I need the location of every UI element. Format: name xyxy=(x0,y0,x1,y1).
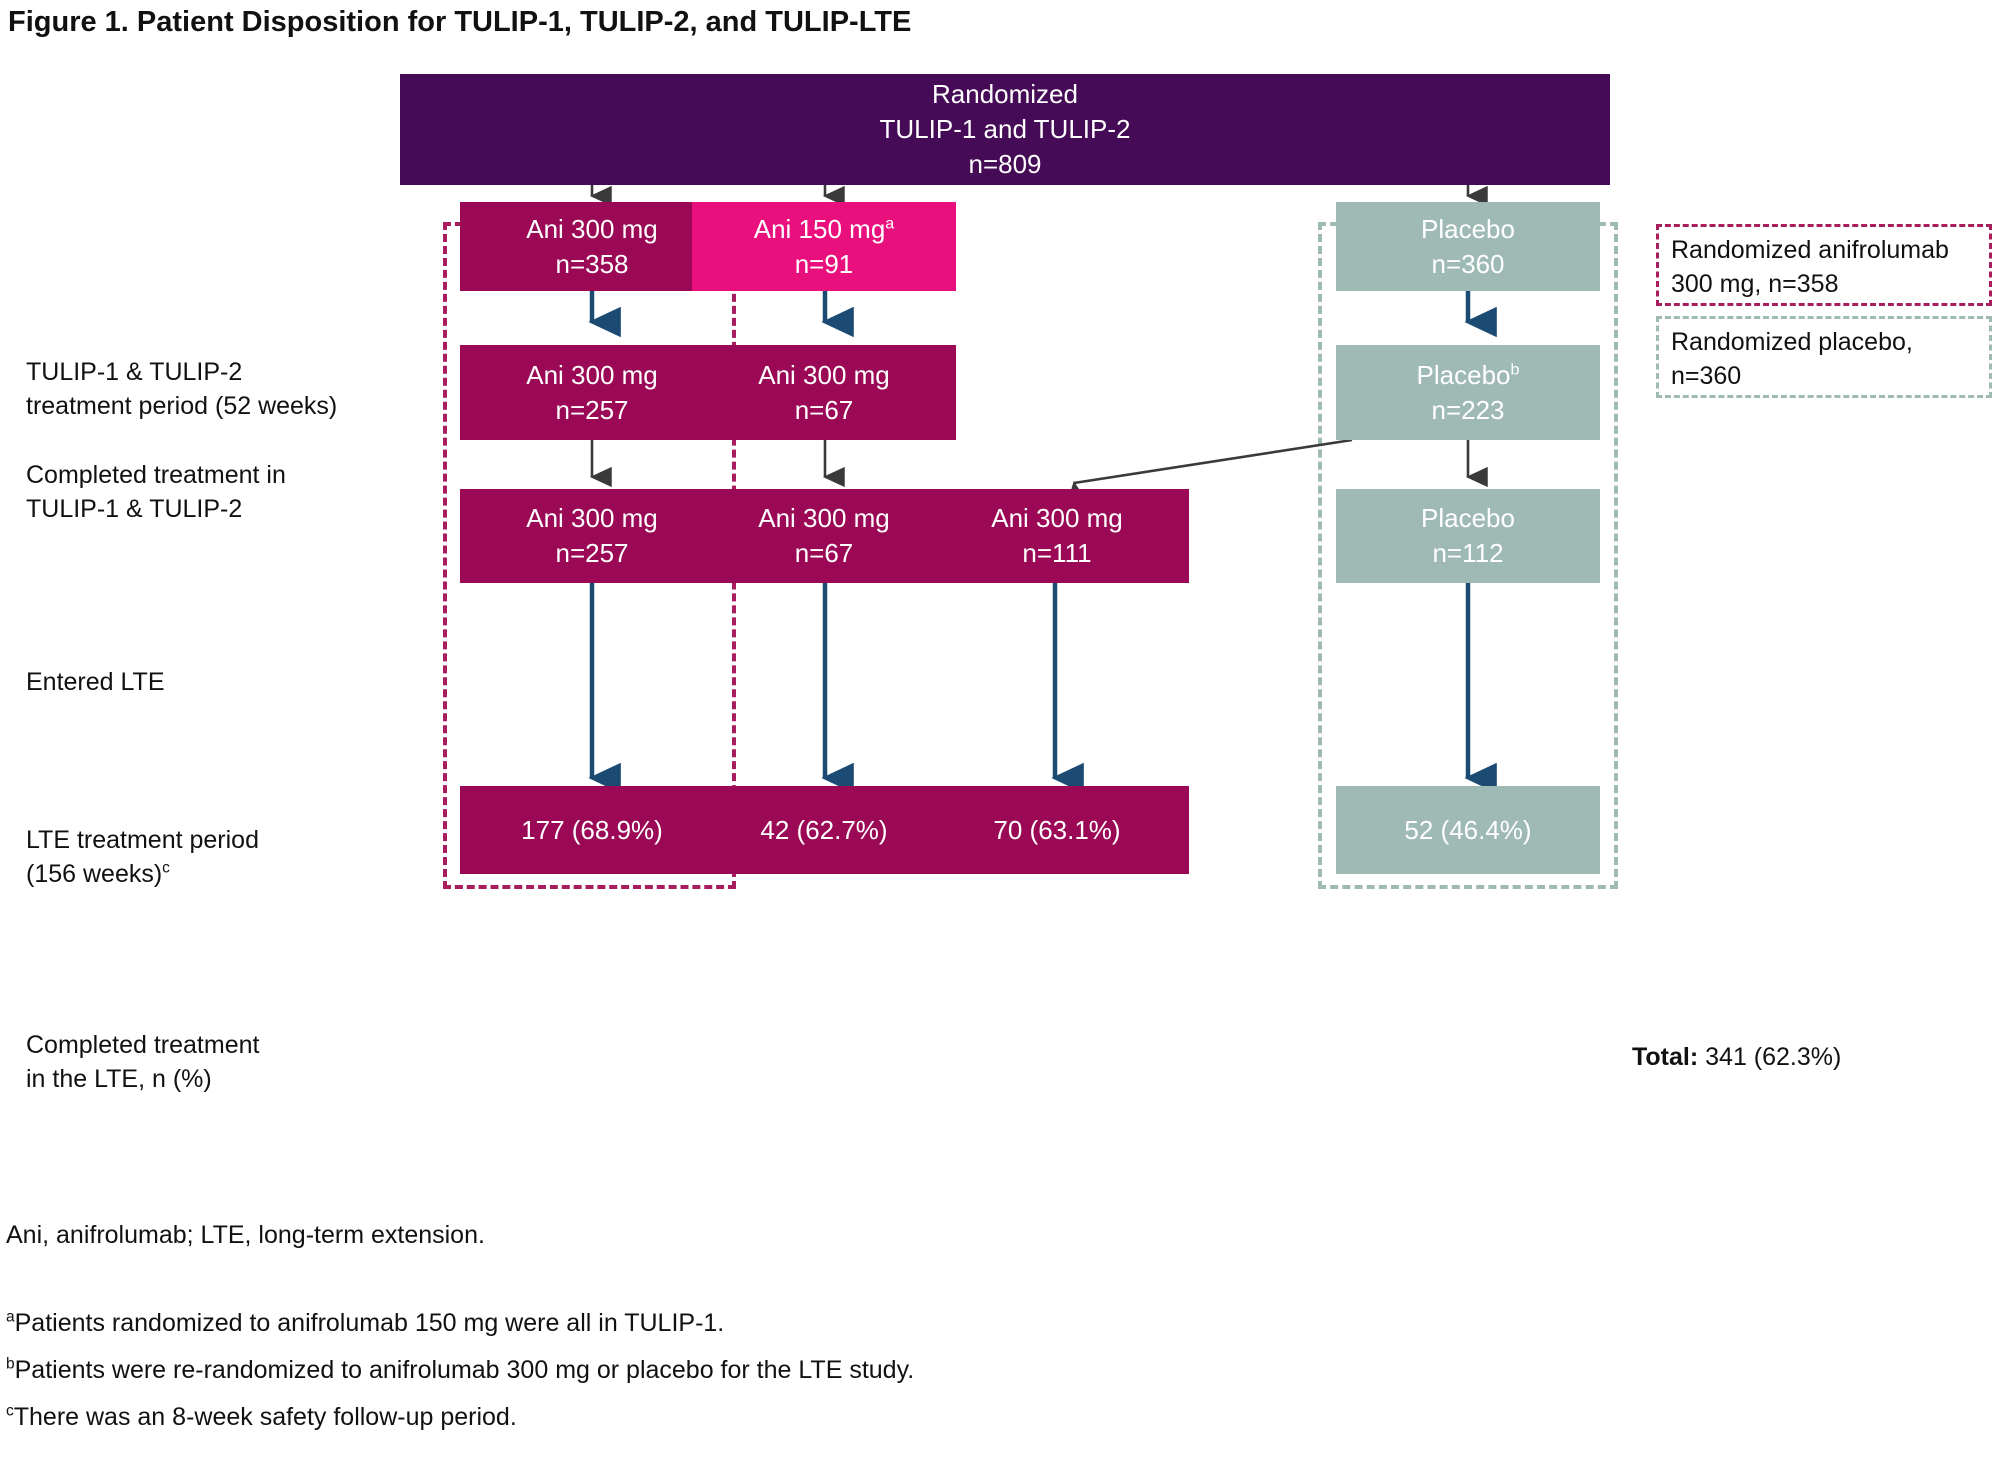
figure-title: Figure 1. Patient Disposition for TULIP-… xyxy=(8,6,912,38)
box-randomized-ani150: Ani 150 mga n=91 xyxy=(692,202,956,291)
box-lte-placebo-label: Placebo xyxy=(1421,503,1515,533)
box-randomized-ani300: Ani 300 mg n=358 xyxy=(460,202,724,291)
box-lte-ani150arm-n: n=67 xyxy=(794,538,854,568)
box-result-ani300-value: 177 (68.9%) xyxy=(521,814,663,845)
footnote-marker-b: b xyxy=(6,1355,15,1373)
legend-randomized-placebo-line2: n=360 xyxy=(1671,362,1742,390)
box-lte-ani300-n: n=257 xyxy=(555,538,629,568)
box-randomized-placebo: Placebo n=360 xyxy=(1336,202,1600,291)
box-randomized-total-line2: TULIP-1 and TULIP-2 xyxy=(879,114,1131,144)
row-label-lte-period: LTE treatment period (156 weeks)c xyxy=(26,823,259,891)
box-randomized-ani150-label: Ani 150 mga xyxy=(753,213,895,244)
box-result-rerandomized-ani300-value: 70 (63.1%) xyxy=(993,814,1121,845)
box-result-ani300: 177 (68.9%) xyxy=(460,786,724,874)
box-lte-rerandomized-ani300-n: n=111 xyxy=(1022,538,1092,568)
footnote-marker-a-inline: a xyxy=(885,213,895,232)
row-label-completed-lte-line1: Completed treatment xyxy=(26,1031,260,1059)
total-label: Total: xyxy=(1632,1043,1699,1071)
box-randomized-total: Randomized TULIP-1 and TULIP-2 n=809 xyxy=(400,74,1610,185)
box-lte-ani300-label: Ani 300 mg xyxy=(526,503,658,533)
footnote-a: aPatients randomized to anifrolumab 150 … xyxy=(6,1303,724,1343)
footnote-c: cThere was an 8-week safety follow-up pe… xyxy=(6,1397,517,1437)
box-completed-tulip-placebo-n: n=223 xyxy=(1431,394,1505,425)
box-completed-tulip-ani300: Ani 300 mg n=257 xyxy=(460,345,724,440)
box-completed-tulip-placebo: Placebob n=223 xyxy=(1336,345,1600,440)
row-label-completed-lte: Completed treatment in the LTE, n (%) xyxy=(26,1028,259,1096)
footnote-a-text: Patients randomized to anifrolumab 150 m… xyxy=(14,1309,725,1337)
box-completed-tulip-ani300-label: Ani 300 mg xyxy=(526,359,658,390)
box-result-ani150arm-value: 42 (62.7%) xyxy=(760,814,888,845)
box-randomized-ani300-label: Ani 300 mg xyxy=(526,213,658,244)
legend-randomized-anifrolumab-line2: 300 mg, n=358 xyxy=(1671,270,1839,298)
box-randomized-total-line3: n=809 xyxy=(968,149,1042,179)
total-value: 341 (62.3%) xyxy=(1705,1043,1842,1071)
box-lte-placebo: Placebo n=112 xyxy=(1336,489,1600,583)
footnote-abbreviations: Ani, anifrolumab; LTE, long-term extensi… xyxy=(6,1215,485,1255)
row-label-entered-lte-text: Entered LTE xyxy=(26,668,165,696)
row-label-completed-tulip-line1: Completed treatment in xyxy=(26,461,286,489)
box-result-rerandomized-ani300: 70 (63.1%) xyxy=(925,786,1189,874)
box-lte-ani150arm-label: Ani 300 mg xyxy=(758,503,890,533)
row-label-treatment-period-line1: TULIP-1 & TULIP-2 xyxy=(26,358,243,386)
box-completed-tulip-ani150arm: Ani 300 mg n=67 xyxy=(692,345,956,440)
row-label-treatment-period-line2: treatment period (52 weeks) xyxy=(26,392,338,420)
legend-randomized-placebo-line1: Randomized placebo, xyxy=(1671,328,1913,356)
row-label-treatment-period: TULIP-1 & TULIP-2 treatment period (52 w… xyxy=(26,355,337,423)
box-lte-rerandomized-ani300-label: Ani 300 mg xyxy=(991,503,1123,533)
footnote-c-text: There was an 8-week safety follow-up per… xyxy=(13,1403,517,1431)
box-randomized-ani150-n: n=91 xyxy=(794,248,854,279)
row-label-completed-tulip-line2: TULIP-1 & TULIP-2 xyxy=(26,495,243,523)
row-label-completed-lte-line2: in the LTE, n (%) xyxy=(26,1065,212,1093)
box-result-ani150arm: 42 (62.7%) xyxy=(692,786,956,874)
box-completed-tulip-ani300-n: n=257 xyxy=(555,394,629,425)
row-label-lte-period-line1: LTE treatment period xyxy=(26,826,259,854)
box-completed-tulip-placebo-label: Placebob xyxy=(1416,359,1520,390)
legend-randomized-anifrolumab-line1: Randomized anifrolumab xyxy=(1671,236,1949,264)
box-result-placebo-value: 52 (46.4%) xyxy=(1404,814,1532,845)
box-randomized-placebo-label: Placebo xyxy=(1421,213,1515,244)
total-completed-lte: Total: 341 (62.3%) xyxy=(1632,1043,1841,1072)
box-completed-tulip-ani150arm-n: n=67 xyxy=(794,394,854,425)
legend-randomized-placebo: Randomized placebo, n=360 xyxy=(1656,316,1992,398)
footnote-marker-b-inline: b xyxy=(1510,359,1520,378)
box-completed-tulip-ani150arm-label: Ani 300 mg xyxy=(758,359,890,390)
box-lte-placebo-n: n=112 xyxy=(1432,538,1504,568)
box-randomized-total-line1: Randomized xyxy=(932,79,1078,109)
box-result-placebo: 52 (46.4%) xyxy=(1336,786,1600,874)
footnote-marker-c: c xyxy=(6,1402,14,1420)
row-label-entered-lte: Entered LTE xyxy=(26,665,165,699)
footnote-marker-a: a xyxy=(6,1308,15,1326)
footnote-b-text: Patients were re-randomized to anifrolum… xyxy=(14,1356,915,1384)
row-label-lte-period-line2: (156 weeks) xyxy=(26,860,163,888)
legend-randomized-anifrolumab: Randomized anifrolumab 300 mg, n=358 xyxy=(1656,224,1992,306)
row-label-completed-tulip: Completed treatment in TULIP-1 & TULIP-2 xyxy=(26,458,286,526)
footnote-abbreviations-text: Ani, anifrolumab; LTE, long-term extensi… xyxy=(6,1221,485,1249)
box-lte-ani300: Ani 300 mg n=257 xyxy=(460,489,724,583)
box-lte-rerandomized-ani300: Ani 300 mg n=111 xyxy=(925,489,1189,583)
footnote-b: bPatients were re-randomized to anifrolu… xyxy=(6,1350,914,1390)
footnote-marker-c-inline: c xyxy=(162,859,170,877)
box-randomized-placebo-n: n=360 xyxy=(1431,248,1505,279)
box-lte-ani150arm: Ani 300 mg n=67 xyxy=(692,489,956,583)
box-randomized-ani300-n: n=358 xyxy=(555,248,629,279)
